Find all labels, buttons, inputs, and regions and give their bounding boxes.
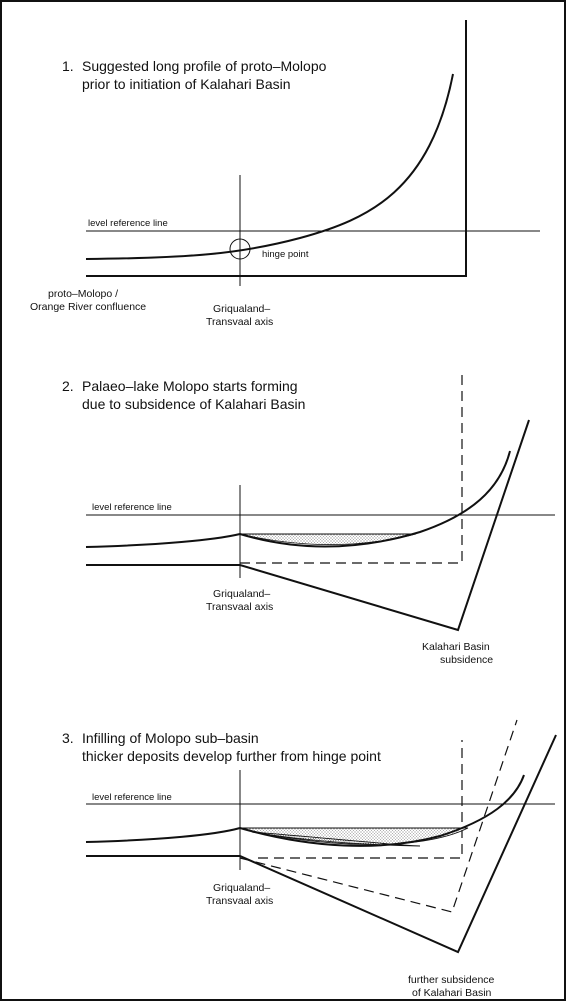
panel-3-river-profile [85,774,525,847]
panel-3-basement [86,734,557,954]
panel-3-basin-label-line-1: further subsidence [408,974,495,986]
panel-3-thicker-deposit [251,831,421,847]
panel-2-basement [86,419,530,632]
panel-1-hinge-circle [229,238,251,260]
panel-2-level-label: level reference line [92,502,172,513]
panel-3-basin-label-line-2: of Kalahari Basin [412,987,492,999]
panel-3-number: 3. [62,730,74,746]
panel-1-hinge-label: hinge point [262,249,309,260]
panel-3-title-line-1: Infilling of Molopo sub–basin [82,730,259,746]
panel-1-river-profile [85,73,454,260]
panel-1-title-line-1: Suggested long profile of proto–Molopo [82,58,327,74]
panel-1-basement [86,20,467,277]
panel-2-title-line-1: Palaeo–lake Molopo starts forming [82,378,298,394]
panel-3-axis-label-line-1: Griqualand– [213,882,270,894]
panel-2-axis-label-line-1: Griqualand– [213,588,270,600]
panel-1-left-label-line-2: Orange River confluence [30,301,146,313]
panel-2-original-profile-dashed [240,370,463,564]
panel-2-axis-label-line-2: Transvaal axis [206,601,273,613]
panel-3-previous-basement-dashed [239,719,518,913]
panel-1-level-label: level reference line [88,218,168,229]
panel-2-basin-label-line-1: Kalahari Basin [422,641,490,653]
panel-2: 2. Palaeo–lake Molopo starts forming due… [62,370,555,666]
panel-1-title-line-2: prior to initiation of Kalahari Basin [82,76,291,92]
panel-3-original-profile-dashed [258,740,463,859]
panel-1-left-label-line-1: proto–Molopo / [48,288,118,300]
panel-1-number: 1. [62,58,74,74]
panel-3: 3. Infilling of Molopo sub–basin thicker… [62,719,557,999]
panel-2-title-line-2: due to subsidence of Kalahari Basin [82,396,305,412]
panel-2-number: 2. [62,378,74,394]
panel-3-axis-label-line-2: Transvaal axis [206,895,273,907]
panel-3-title-line-2: thicker deposits develop further from hi… [82,748,381,764]
panel-1-axis-label-line-1: Griqualand– [213,303,270,315]
panel-2-river-profile [85,450,511,548]
panel-2-basin-label-line-2: subsidence [440,654,493,666]
panel-1-axis-label-line-2: Transvaal axis [206,316,273,328]
panel-3-level-label: level reference line [92,792,172,803]
panel-1: 1. Suggested long profile of proto–Molop… [30,20,540,328]
